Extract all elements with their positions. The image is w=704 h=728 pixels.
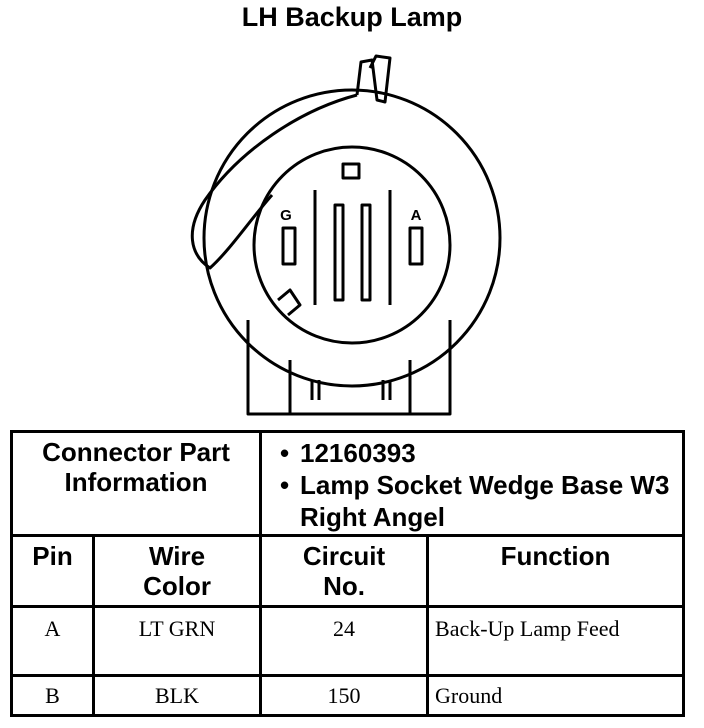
row-a-circuit: 24 xyxy=(259,605,430,677)
col-header-pin: Pin xyxy=(10,534,95,608)
row-a-pin: A xyxy=(10,605,95,677)
wire-marker-2 xyxy=(381,380,392,400)
key-notch xyxy=(341,162,361,180)
connector-drawing: G A xyxy=(190,54,502,416)
row-b-circuit: 150 xyxy=(259,674,430,717)
table-row: A LT GRN 24 Back-Up Lamp Feed xyxy=(10,605,686,677)
wire-exit-inner xyxy=(288,360,412,414)
connector-housing-outer xyxy=(202,88,502,388)
row-a-wire-color: LT GRN xyxy=(91,605,263,677)
row-a-function: Back-Up Lamp Feed xyxy=(426,605,686,677)
diagram-title: LH Backup Lamp xyxy=(241,2,463,32)
terminal-g xyxy=(281,226,297,266)
pin-label-a: A xyxy=(411,207,422,224)
row-b-function: Ground xyxy=(426,674,686,717)
pin-label-g: G xyxy=(280,207,292,224)
col-header-wire-color: Wire Color xyxy=(91,534,263,608)
row-b-wire-color: BLK xyxy=(91,674,263,717)
connector-info-table: Connector Part Information 12160393 Lamp… xyxy=(9,430,686,717)
part-description: Lamp Socket Wedge Base W3 Right Angel xyxy=(280,469,682,533)
wire-exit-body xyxy=(246,320,452,416)
part-number: 12160393 xyxy=(280,437,682,469)
wire-marker-1 xyxy=(310,380,321,400)
part-info-label: Connector Part Information xyxy=(9,430,263,537)
connector-face xyxy=(252,145,452,345)
keyway-notch xyxy=(277,288,302,317)
col-header-function: Function xyxy=(426,534,686,608)
center-slot-2 xyxy=(333,203,345,302)
center-slot-3 xyxy=(360,203,372,302)
col-header-circuit: Circuit No. xyxy=(259,534,430,608)
connector-latch xyxy=(355,54,392,104)
terminal-a xyxy=(408,226,424,266)
part-info-values: 12160393 Lamp Socket Wedge Base W3 Right… xyxy=(259,430,686,537)
table-row: B BLK 150 Ground xyxy=(10,674,686,717)
row-b-pin: B xyxy=(10,674,95,717)
connector-latch-arm xyxy=(190,93,358,270)
